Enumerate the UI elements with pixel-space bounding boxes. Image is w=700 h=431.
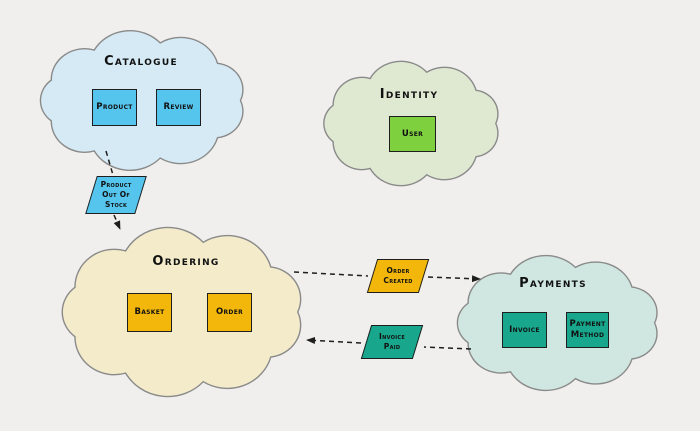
event-invoice-paid[interactable]: Invoice Paid (360, 325, 424, 359)
arrow-invoice-paid-to-ordering (306, 336, 362, 344)
entity-payment-method-label: Payment Method (569, 319, 606, 340)
entity-user[interactable]: User (389, 116, 436, 152)
entity-review[interactable]: Review (156, 89, 201, 126)
cloud-identity[interactable]: Identity User (320, 58, 504, 189)
entity-product-label: Product (96, 102, 133, 113)
event-order-created[interactable]: Order Created (366, 259, 430, 293)
entity-review-label: Review (163, 102, 194, 113)
entity-basket[interactable]: Basket (127, 293, 172, 332)
event-order-created-label: Order Created (383, 266, 413, 285)
cloud-title-catalogue: Catalogue (104, 54, 178, 69)
cloud-ordering[interactable]: Ordering Basket Order (57, 223, 309, 401)
cloud-title-identity: Identity (379, 87, 439, 102)
cloud-shape-icon (453, 252, 664, 394)
event-product-out-of-stock[interactable]: Product Out Of Stock (85, 176, 147, 214)
entity-invoice-label: Invoice (509, 324, 540, 335)
entity-basket-label: Basket (134, 307, 165, 318)
event-invoice-paid-label: Invoice Paid (378, 332, 406, 351)
cloud-title-ordering: Ordering (152, 254, 220, 269)
cloud-payments[interactable]: Payments Invoice Payment Method (453, 252, 664, 394)
entity-product[interactable]: Product (92, 89, 137, 126)
entity-invoice[interactable]: Invoice (502, 312, 547, 348)
entity-payment-method[interactable]: Payment Method (566, 312, 609, 348)
cloud-shape-icon (57, 223, 309, 401)
cloud-catalogue[interactable]: Catalogue Product Review (36, 27, 250, 174)
entity-order-label: Order (215, 307, 244, 318)
entity-order[interactable]: Order (207, 293, 252, 332)
entity-user-label: User (401, 128, 424, 139)
cloud-shape-icon (36, 27, 250, 174)
cloud-title-payments: Payments (519, 276, 587, 291)
event-product-out-of-stock-label: Product Out Of Stock (100, 180, 132, 209)
